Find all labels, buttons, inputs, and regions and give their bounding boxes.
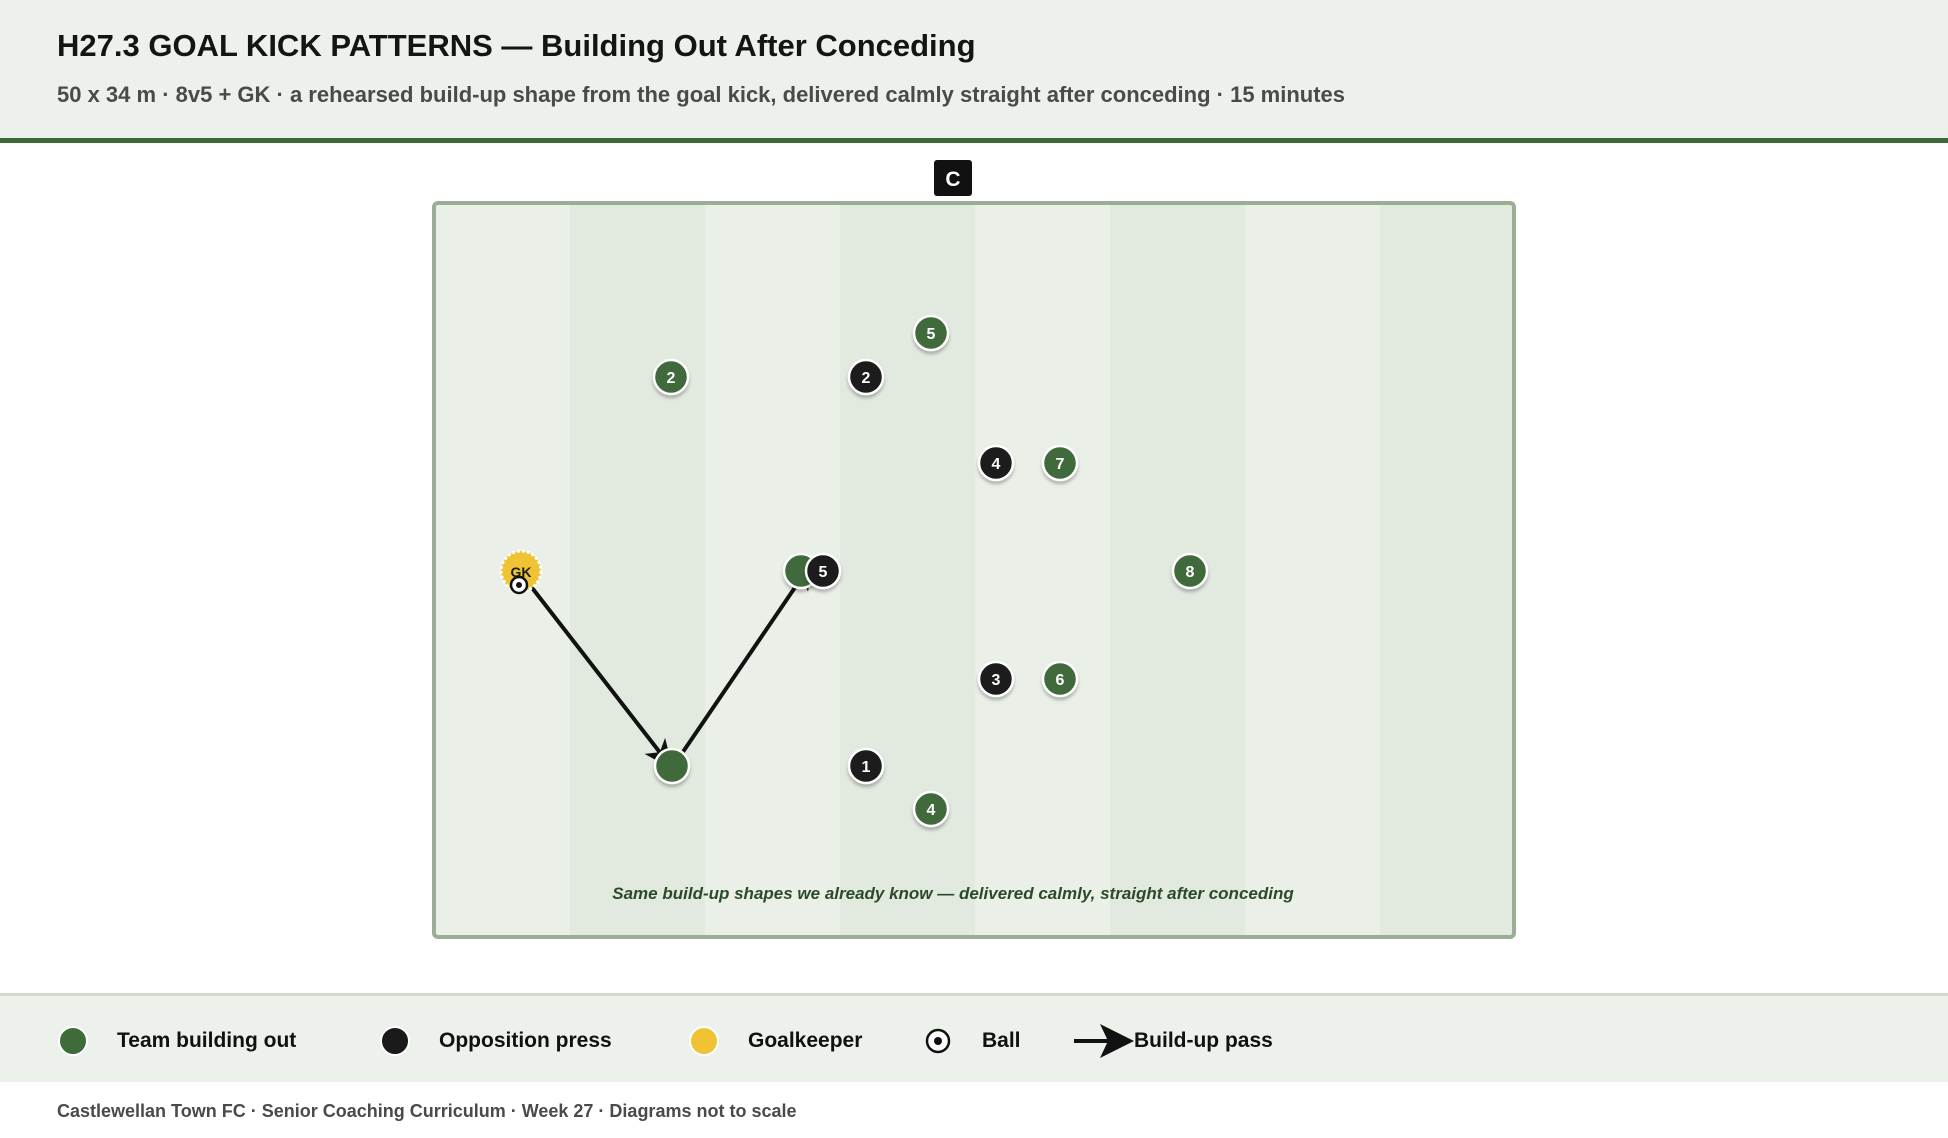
opposition-player-number: 2 (862, 370, 871, 387)
legend-item-team: Team building out (57, 996, 296, 1085)
pitch (432, 201, 1516, 939)
team-player-number: 7 (1056, 456, 1065, 473)
pitch-border (432, 201, 1516, 939)
pitch-note: Same build-up shapes we already know — d… (612, 884, 1294, 903)
pitch-stripe (570, 203, 705, 937)
legend-label-ball: Ball (982, 1028, 1021, 1052)
opposition-player-marker: 1 (847, 747, 885, 785)
drill-diagram: C 2 5 7 8 6 4 2 4 5 (432, 160, 1516, 939)
coach-label: C (945, 168, 960, 191)
build-up-pass-arrow (670, 559, 815, 770)
team-player-number: 2 (667, 370, 676, 387)
team-player-marker: 6 (1041, 660, 1079, 698)
legend: Team building out Opposition press Goalk… (0, 993, 1948, 1082)
opposition-player-marker: 2 (847, 358, 885, 396)
opposition-player-number: 1 (862, 759, 871, 776)
goalkeeper-legend-icon (689, 1025, 719, 1056)
team-player-marker: 4 (912, 790, 950, 828)
footer: Castlewellan Town FC · Senior Coaching C… (57, 1101, 797, 1121)
team-player-marker: 7 (1041, 444, 1079, 482)
legend-label-opposition: Opposition press (439, 1028, 612, 1052)
coach-marker: C (934, 160, 972, 196)
opposition-legend-icon (380, 1025, 410, 1056)
page-subtitle: 50 x 34 m · 8v5 + GK · a rehearsed build… (57, 82, 1346, 107)
ball-icon (509, 575, 529, 595)
opposition-player-marker: 5 (804, 552, 842, 590)
goalkeeper-label: GK (511, 564, 532, 580)
page-title: H27.3 GOAL KICK PATTERNS — Building Out … (57, 28, 976, 63)
opposition-player-marker: 3 (977, 660, 1015, 698)
legend-label-pass: Build-up pass (1134, 1028, 1273, 1052)
team-player-marker: 5 (912, 314, 950, 352)
legend-item-goalkeeper: Goalkeeper (688, 996, 862, 1085)
team-player-number: 5 (927, 326, 936, 343)
opposition-player-number: 4 (992, 456, 1001, 473)
build-up-pass-arrow (517, 569, 674, 770)
legend-label-team: Team building out (117, 1028, 297, 1052)
pitch-stripe (1380, 203, 1514, 937)
opposition-player-number: 5 (819, 564, 828, 581)
legend-item-opposition: Opposition press (379, 996, 612, 1085)
opposition-player-marker: 4 (977, 444, 1015, 482)
pitch-stripe (840, 203, 975, 937)
team-player-number: 8 (1186, 564, 1195, 581)
team-legend-icon (58, 1025, 88, 1056)
legend-label-goalkeeper: Goalkeeper (748, 1028, 863, 1052)
team-player-number: 6 (1056, 672, 1065, 689)
legend-item-ball: Ball (922, 996, 1021, 1085)
team-player-number: 4 (927, 802, 936, 819)
header: H27.3 GOAL KICK PATTERNS — Building Out … (0, 0, 1948, 143)
team-player-marker: 8 (1171, 552, 1209, 590)
opposition-player-number: 3 (992, 672, 1001, 689)
team-player-marker: 2 (652, 358, 690, 396)
team-player-marker (653, 747, 691, 785)
ball-legend-icon (925, 1028, 951, 1053)
arrow-legend-icon (1074, 1023, 1134, 1058)
legend-item-pass: Build-up pass (1072, 996, 1273, 1085)
